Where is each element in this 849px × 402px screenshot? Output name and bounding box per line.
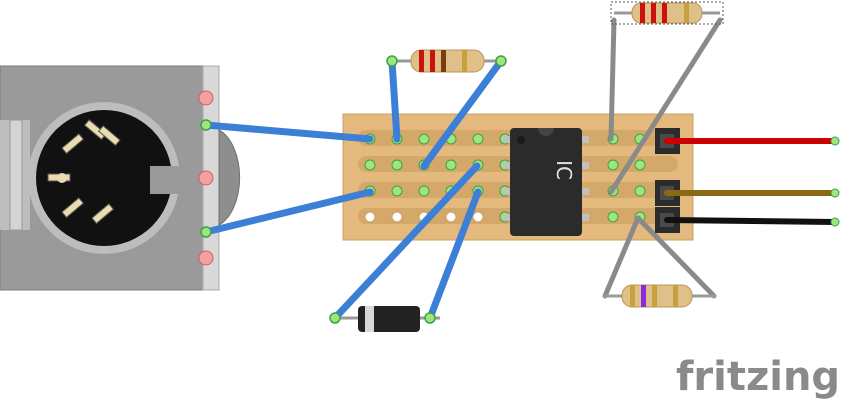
- fritzing-watermark: fritzing: [676, 354, 840, 400]
- stripboard-hole: [607, 159, 619, 171]
- stripboard-hole: [364, 211, 376, 223]
- stripboard-hole: [391, 185, 403, 197]
- resistor-pullup: [610, 1, 724, 25]
- stripboard-hole: [418, 133, 430, 145]
- diode: [335, 306, 440, 332]
- resistor-bottom: [603, 284, 716, 308]
- optocoupler-ic: IC: [503, 128, 589, 236]
- stripboard-hole: [472, 133, 484, 145]
- stripboard-hole: [364, 159, 376, 171]
- stripboard-hole: [472, 211, 484, 223]
- stripboard-hole: [445, 211, 457, 223]
- stripboard-hole: [391, 211, 403, 223]
- grey-wires: [602, 17, 723, 299]
- ic-label: IC: [552, 160, 576, 180]
- stripboard-hole: [391, 159, 403, 171]
- stripboard-hole: [607, 211, 619, 223]
- midi-din-socket: [0, 65, 241, 291]
- wire-ends: [200, 55, 507, 324]
- blue-wires: [202, 57, 505, 322]
- resistor-input: [392, 49, 500, 73]
- stripboard-hole: [634, 159, 646, 171]
- output-wires: [664, 138, 838, 225]
- stripboard-hole: [445, 159, 457, 171]
- stripboard-hole: [418, 185, 430, 197]
- stripboard-hole: [634, 185, 646, 197]
